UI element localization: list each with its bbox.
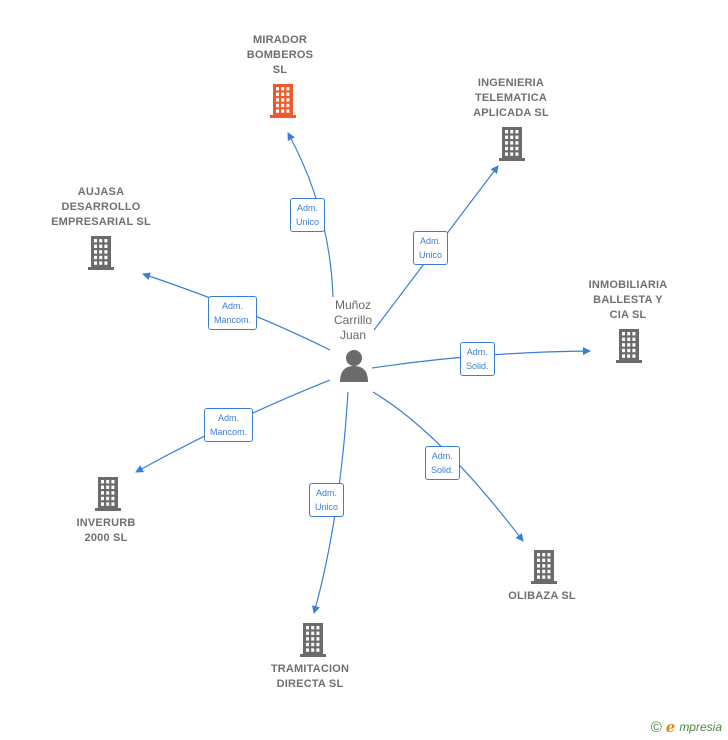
company-label-aujasa[interactable]: AUJASA DESARROLLO EMPRESARIAL SL <box>51 186 151 228</box>
role-box-inverurb: Adm. Mancom. <box>204 408 254 442</box>
company-label-olibaza[interactable]: OLIBAZA SL <box>508 590 576 602</box>
building-icon-tramitacion[interactable] <box>300 623 326 657</box>
building-icon-aujasa[interactable] <box>88 236 114 270</box>
person-icon <box>340 350 368 382</box>
brand-name: mpresia <box>679 720 722 734</box>
building-icon-inverurb[interactable] <box>95 477 121 511</box>
company-label-tramitacion[interactable]: TRAMITACION DIRECTA SL <box>270 663 350 690</box>
role-box-mirador: Adm. Unico <box>290 198 326 232</box>
building-icon-mirador[interactable] <box>270 84 296 118</box>
company-label-ingenieria[interactable]: INGENIERIA TELEMATICA APLICADA SL <box>473 77 549 119</box>
role-box-tramitacion: Adm. Unico <box>309 483 345 517</box>
role-box-aujasa: Adm. Mancom. <box>208 296 258 330</box>
company-label-mirador[interactable]: MIRADOR BOMBEROS SL <box>246 34 314 76</box>
role-box-olibaza: Adm. Solid. <box>425 446 460 480</box>
building-icon-ingenieria[interactable] <box>499 127 525 161</box>
person-name-label[interactable]: Muñoz Carrillo Juan <box>333 298 372 342</box>
building-icon-inmobiliaria[interactable] <box>616 329 642 363</box>
role-box-inmobiliaria: Adm. Solid. <box>460 342 495 376</box>
copyright-icon: © <box>650 718 662 736</box>
brand-initial: e <box>665 718 676 736</box>
role-box-ingenieria: Adm. Unico <box>413 231 449 265</box>
company-label-inverurb[interactable]: INVERURB 2000 SL <box>76 517 136 544</box>
company-label-inmobiliaria[interactable]: INMOBILIARIA BALLESTA Y CIA SL <box>588 279 668 321</box>
building-icon-olibaza[interactable] <box>531 550 557 584</box>
